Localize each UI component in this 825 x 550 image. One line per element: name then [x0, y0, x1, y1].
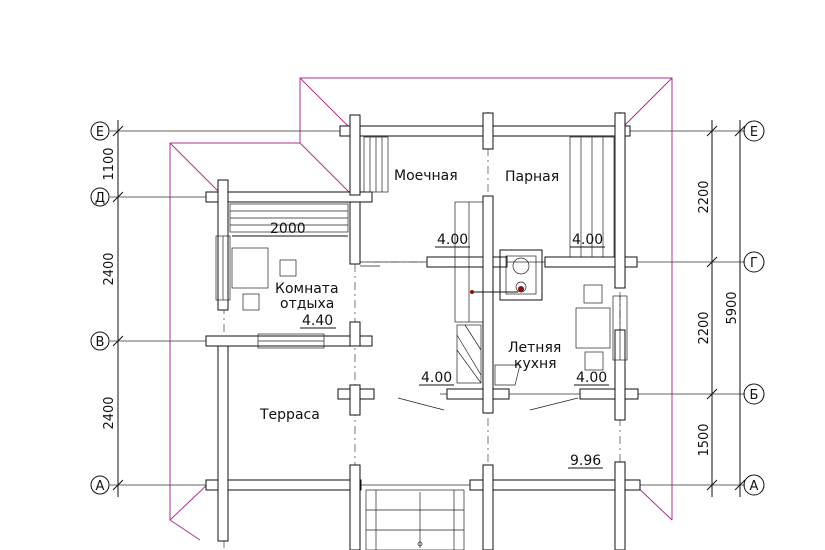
room-label-komnata-line1: Комната — [275, 281, 339, 297]
room-label-terrasa: Терраса — [259, 407, 320, 423]
area-figures: 4.40 4.00 4.00 4.00 4.00 9.96 2000 — [232, 221, 609, 469]
left-dimension-chain: 1100 2400 2400 — [102, 120, 124, 497]
benches — [229, 136, 615, 384]
room-label-letnyaya-line1: Летняя — [508, 340, 561, 356]
axis-label-left-d: Д — [95, 191, 105, 206]
roof-outline — [169, 77, 673, 541]
axis-label-right-a: А — [750, 479, 759, 494]
entrance-stairs — [365, 489, 465, 550]
area-parnaya: 4.00 — [572, 232, 603, 248]
windows — [215, 235, 628, 361]
dim-left-1100: 1100 — [102, 147, 117, 180]
right-dimension-chains: 2200 2200 1500 5900 — [697, 120, 746, 497]
dim-left-2400-top: 2400 — [102, 252, 117, 285]
axis-label-left-a: А — [96, 479, 105, 494]
room-labels: Моечная Парная Комната отдыха Летняя кух… — [259, 168, 561, 423]
bench-length-label: 2000 — [270, 221, 306, 237]
dim-right-2200-top: 2200 — [697, 180, 712, 213]
right-axis-markers: Е Г Б А — [743, 120, 765, 496]
room-label-parnaya: Парная — [505, 169, 559, 185]
stove — [470, 249, 543, 301]
area-terrasa: 9.96 — [570, 453, 601, 469]
area-moechnaya: 4.00 — [437, 232, 468, 248]
axis-label-left-e: Е — [96, 125, 104, 140]
axis-label-right-g: Г — [750, 256, 758, 271]
dim-right-2200-bottom: 2200 — [697, 311, 712, 344]
room-label-letnyaya-line2: кухня — [514, 356, 557, 372]
area-kuhnya-left: 4.00 — [421, 370, 452, 386]
dim-left-2400-bottom: 2400 — [102, 396, 117, 429]
dim-right-1500: 1500 — [697, 423, 712, 456]
door-swings — [360, 265, 579, 411]
area-kuhnya-right: 4.00 — [576, 370, 607, 386]
room-label-komnata-line2: отдыха — [280, 296, 334, 312]
axis-label-left-v: В — [96, 335, 105, 350]
furniture — [231, 247, 611, 386]
room-label-moechnaya: Моечная — [394, 168, 458, 184]
axis-label-right-e: Е — [750, 125, 758, 140]
area-komnata: 4.40 — [302, 313, 333, 329]
dim-right-total-5900: 5900 — [725, 291, 740, 324]
axis-label-right-b: Б — [750, 388, 759, 403]
left-axis-markers: Е Д В А — [90, 121, 110, 495]
